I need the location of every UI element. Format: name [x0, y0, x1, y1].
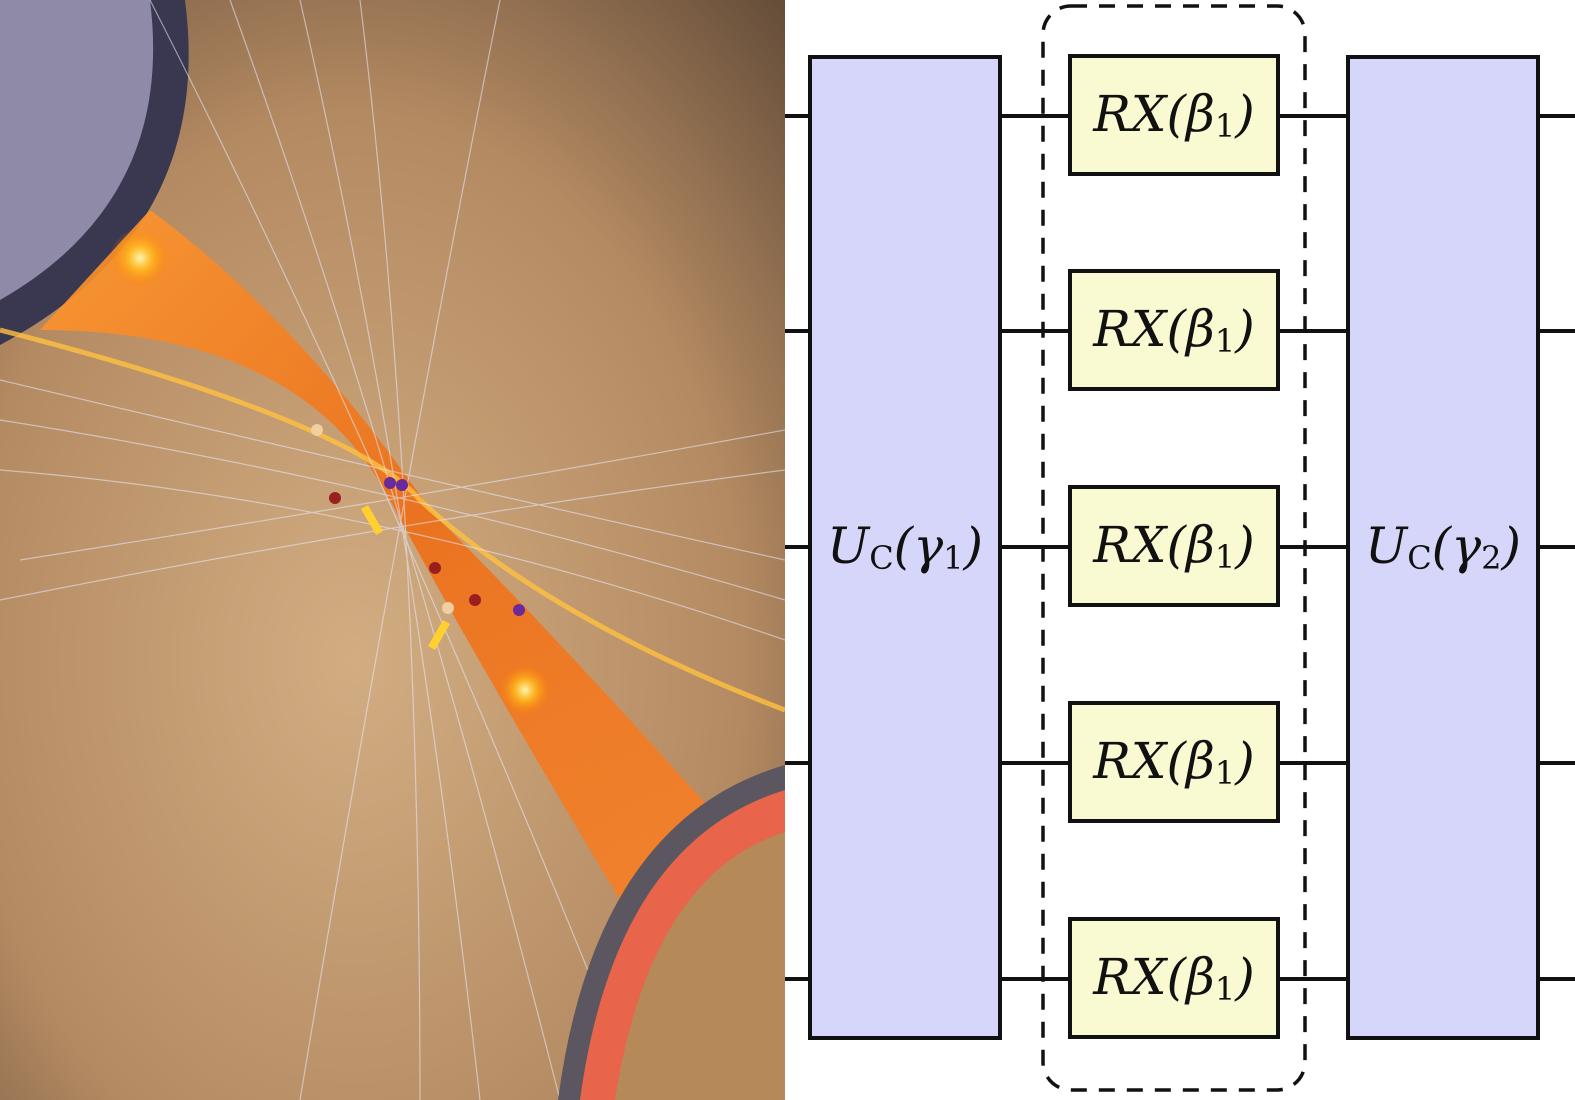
- rx-gate-5: RX(β1): [1068, 917, 1280, 1039]
- atoms: [311, 424, 525, 650]
- upper-lens: [0, 0, 189, 345]
- lower-lens: [558, 765, 785, 1100]
- gate-label: RX(β1): [1092, 732, 1255, 792]
- laser-beam: [40, 210, 720, 900]
- gate-label: RX(β1): [1092, 948, 1255, 1008]
- rx-gate-3: RX(β1): [1068, 485, 1280, 607]
- gate-label: RX(β1): [1092, 85, 1255, 145]
- sparkle: [110, 228, 170, 288]
- qaoa-circuit-diagram: UC(γ1) UC(γ2) RX(β1) RX(β1) RX(β1) RX(β1) RX(β…: [785, 0, 1575, 1100]
- mixer-layer-dashed-box: [1041, 4, 1307, 1092]
- optical-trap-illustration: [0, 0, 785, 1100]
- field-lines: [0, 0, 785, 1100]
- rx-gate-1: RX(β1): [1068, 54, 1280, 176]
- gate-label: UC(γ1): [827, 517, 983, 577]
- cost-unitary-gate-1: UC(γ1): [808, 55, 1002, 1040]
- gate-label: RX(β1): [1092, 300, 1255, 360]
- gate-label: RX(β1): [1092, 516, 1255, 576]
- gate-label: UC(γ2): [1365, 517, 1521, 577]
- cost-unitary-gate-2: UC(γ2): [1346, 55, 1540, 1040]
- sparkle: [499, 664, 551, 716]
- rx-gate-2: RX(β1): [1068, 269, 1280, 391]
- rx-gate-4: RX(β1): [1068, 701, 1280, 823]
